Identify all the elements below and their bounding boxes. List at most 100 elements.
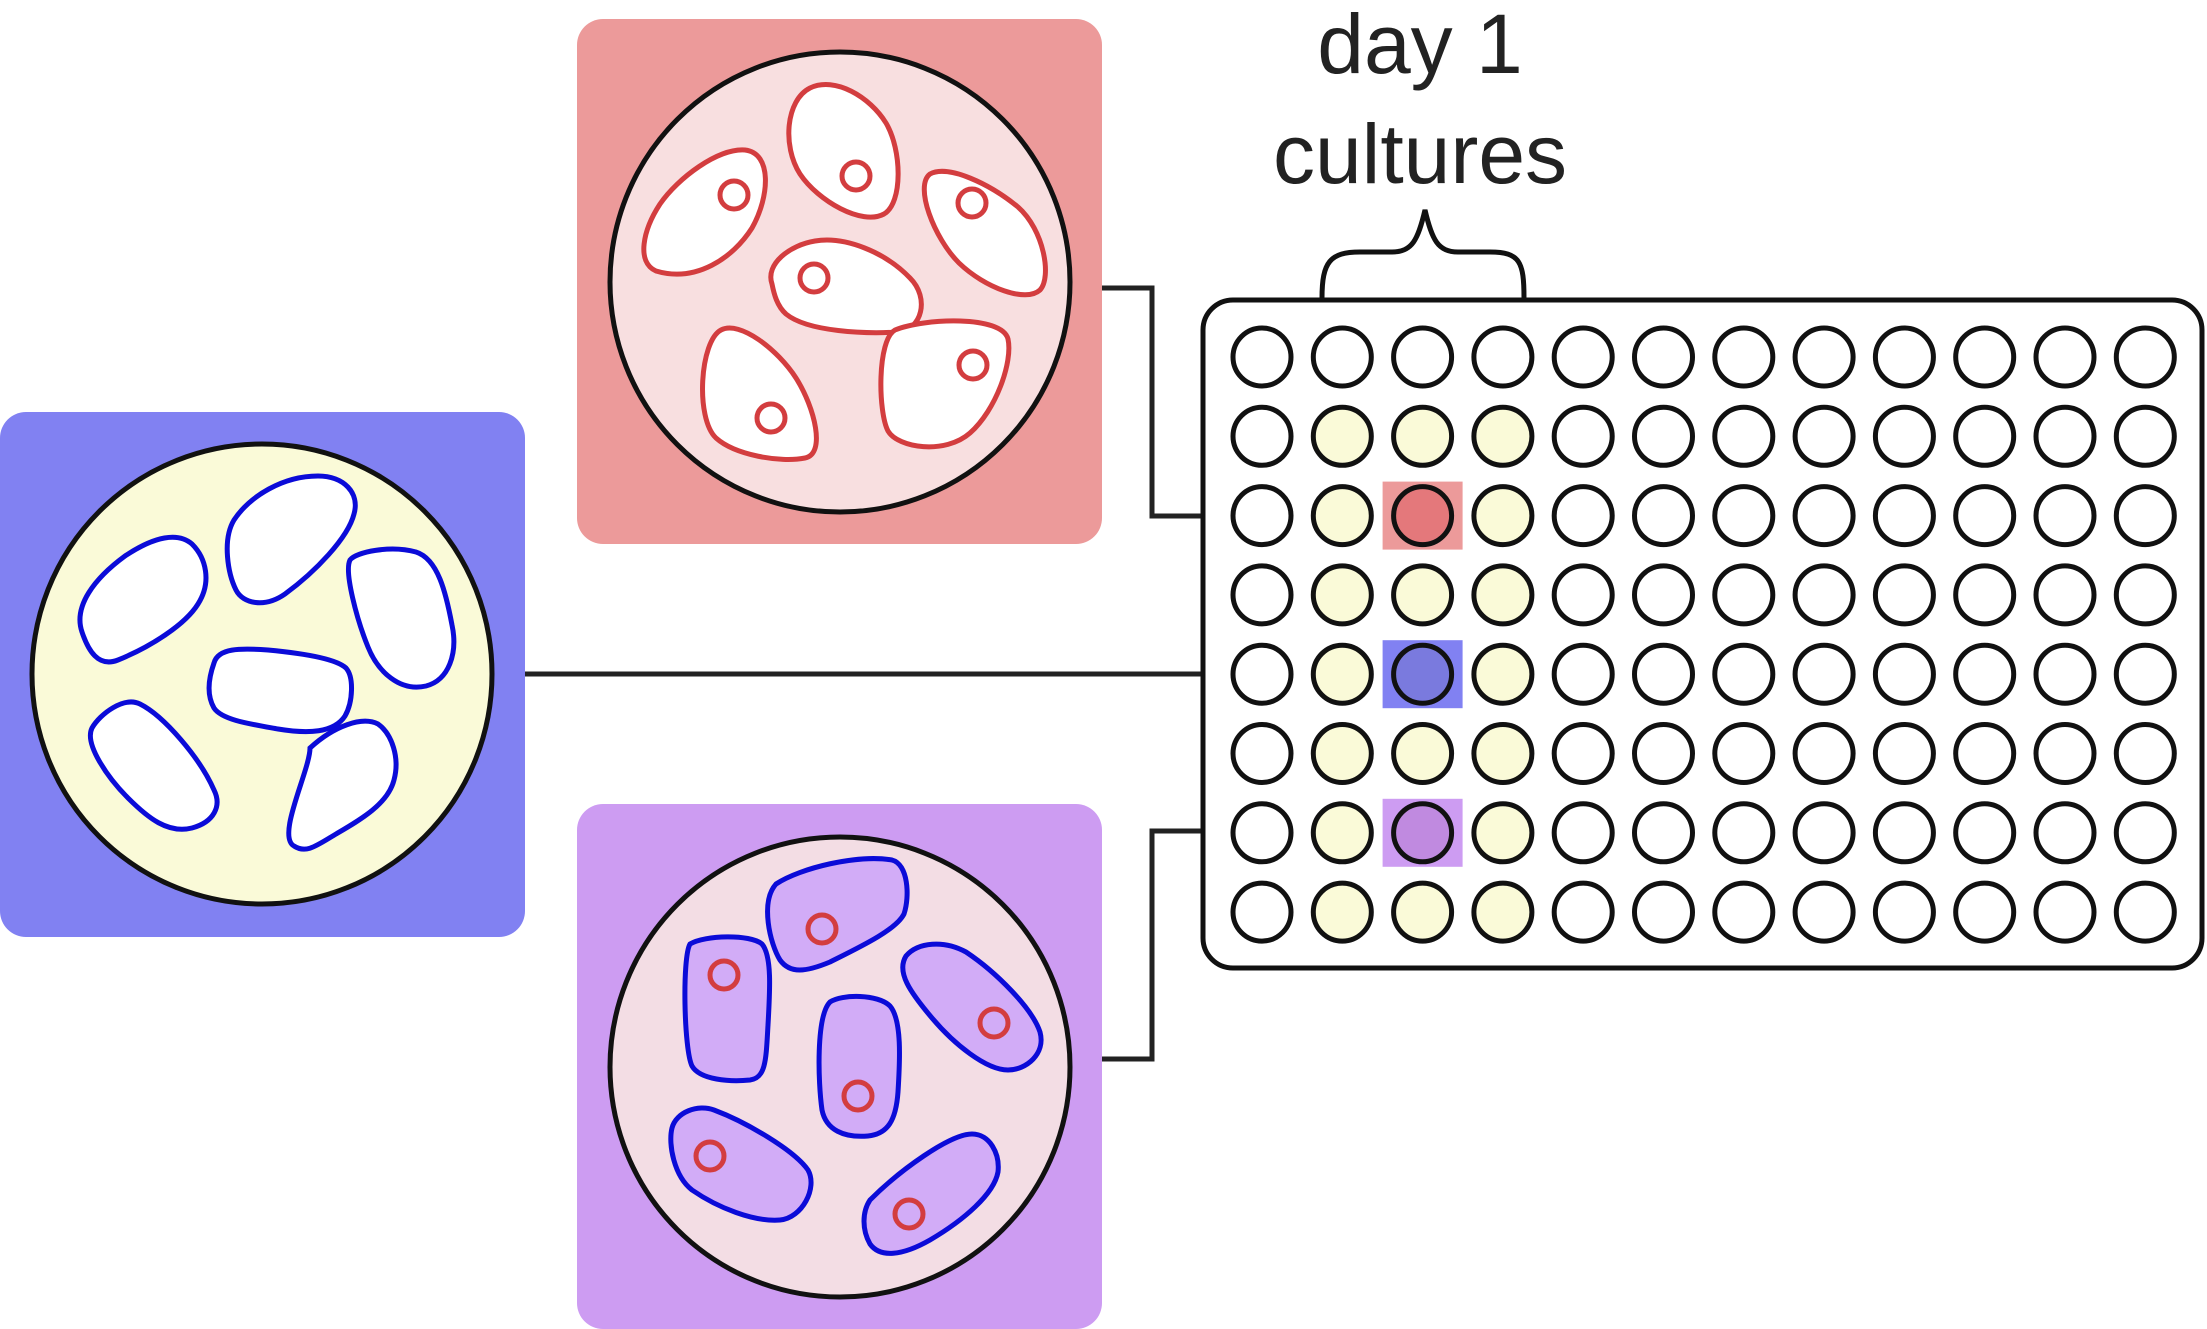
plate-well-filled: [1391, 880, 1455, 944]
plate-well: [1551, 563, 1615, 627]
plate-well: [1953, 880, 2017, 944]
plate-well: [1632, 801, 1695, 865]
plate-well: [1872, 880, 1936, 944]
blue-cell: [77, 534, 209, 665]
plate-well: [1551, 325, 1615, 389]
plate-well: [1953, 801, 2017, 865]
plate-well: [1712, 484, 1776, 548]
plate-well: [1712, 642, 1776, 706]
red-cell-nucleus: [797, 261, 831, 295]
plate-well: [1471, 325, 1535, 389]
plate-well: [1230, 404, 1294, 468]
plate-well: [1792, 722, 1856, 785]
co-culture-cell: [900, 941, 1044, 1073]
co-culture-cell: [765, 856, 910, 973]
plate-well: [1551, 404, 1615, 468]
red-cell-nucleus: [841, 1079, 875, 1113]
plate-well: [1230, 880, 1294, 944]
plate-well-filled: [1471, 642, 1535, 706]
title-line-1: day 1: [1317, 0, 1523, 91]
co-culture-nuclei: [693, 912, 1011, 1231]
plate-well: [2033, 404, 2097, 468]
red-cells: [641, 82, 1048, 462]
plate-well: [2113, 722, 2177, 785]
red-cell-nucleus: [839, 159, 873, 193]
plate-well: [1953, 404, 2017, 468]
plate-well-filled: [1471, 484, 1535, 548]
blue-culture-panel: [0, 412, 525, 937]
red-cell-nucleus: [707, 958, 741, 992]
well-plate-frame: [1200, 297, 2205, 971]
plate-well: [2113, 325, 2177, 389]
wells-layer: [1230, 325, 2177, 944]
plate-well: [1792, 325, 1856, 389]
plate-well: [1792, 642, 1856, 706]
plate-well: [1792, 801, 1856, 865]
plate-well: [1953, 642, 2017, 706]
blue-cell: [224, 473, 358, 606]
plate-well: [1632, 722, 1695, 785]
co-culture-cell: [682, 934, 773, 1084]
plate-well: [1551, 801, 1615, 865]
co-culture-cell: [816, 993, 903, 1139]
plate-well: [2113, 642, 2177, 706]
plate-well: [2033, 801, 2097, 865]
plate-well: [1792, 404, 1856, 468]
plate-well-filled: [1310, 722, 1374, 785]
plate-well: [2033, 722, 2097, 785]
plate-well-filled: [1310, 563, 1374, 627]
plate-well: [1872, 484, 1936, 548]
plate-well: [1953, 563, 2017, 627]
plate-well: [1551, 484, 1615, 548]
plate-well: [2113, 880, 2177, 944]
plate-well-filled: [1310, 484, 1374, 548]
plate-well: [2033, 484, 2097, 548]
plate-well-filled: [1310, 880, 1374, 944]
plate-well: [1230, 722, 1294, 785]
plate-well: [1230, 484, 1294, 548]
title-line-2: cultures: [1273, 107, 1567, 201]
plate-well: [1953, 484, 2017, 548]
plate-well-filled: [1391, 404, 1455, 468]
plate-well: [1712, 325, 1776, 389]
plate-well: [1632, 642, 1695, 706]
plate-well: [1792, 880, 1856, 944]
plate-well-filled: [1471, 722, 1535, 785]
blue-cell: [346, 546, 457, 690]
plate-well: [1632, 563, 1695, 627]
columns-brace: [1319, 209, 1527, 299]
plate-well-filled: [1391, 722, 1455, 785]
red-cell: [921, 168, 1048, 298]
plate-well: [2033, 642, 2097, 706]
plate-well-purple: [1391, 801, 1455, 865]
red-cell-nucleus: [956, 348, 990, 382]
plate-well: [1792, 563, 1856, 627]
plate-well: [1632, 484, 1695, 548]
plate-well: [1872, 563, 1936, 627]
plate-well: [1551, 722, 1615, 785]
plate-well: [1551, 642, 1615, 706]
plate-well: [1872, 722, 1936, 785]
plate-well: [1391, 325, 1455, 389]
plate-well-filled: [1471, 563, 1535, 627]
red-cell-nucleus: [977, 1006, 1011, 1040]
red-cell-nucleus: [754, 401, 788, 435]
plate-well: [1230, 325, 1294, 389]
plate-well: [1792, 484, 1856, 548]
plate-well: [1551, 880, 1615, 944]
plate-well-filled: [1310, 801, 1374, 865]
plate-well: [1953, 722, 2017, 785]
plate-well: [1712, 801, 1776, 865]
plate-well-red: [1391, 484, 1455, 548]
plate-well: [1712, 722, 1776, 785]
plate-well: [1230, 563, 1294, 627]
red-cell-nucleus: [955, 186, 989, 220]
plate-well-filled: [1471, 880, 1535, 944]
red-cell-nucleus: [892, 1197, 926, 1231]
blue-cell: [88, 699, 220, 832]
well-plate: [1200, 297, 2205, 971]
plate-well: [1872, 325, 1936, 389]
plate-well: [1872, 642, 1936, 706]
purple-culture-panel: [577, 804, 1102, 1329]
